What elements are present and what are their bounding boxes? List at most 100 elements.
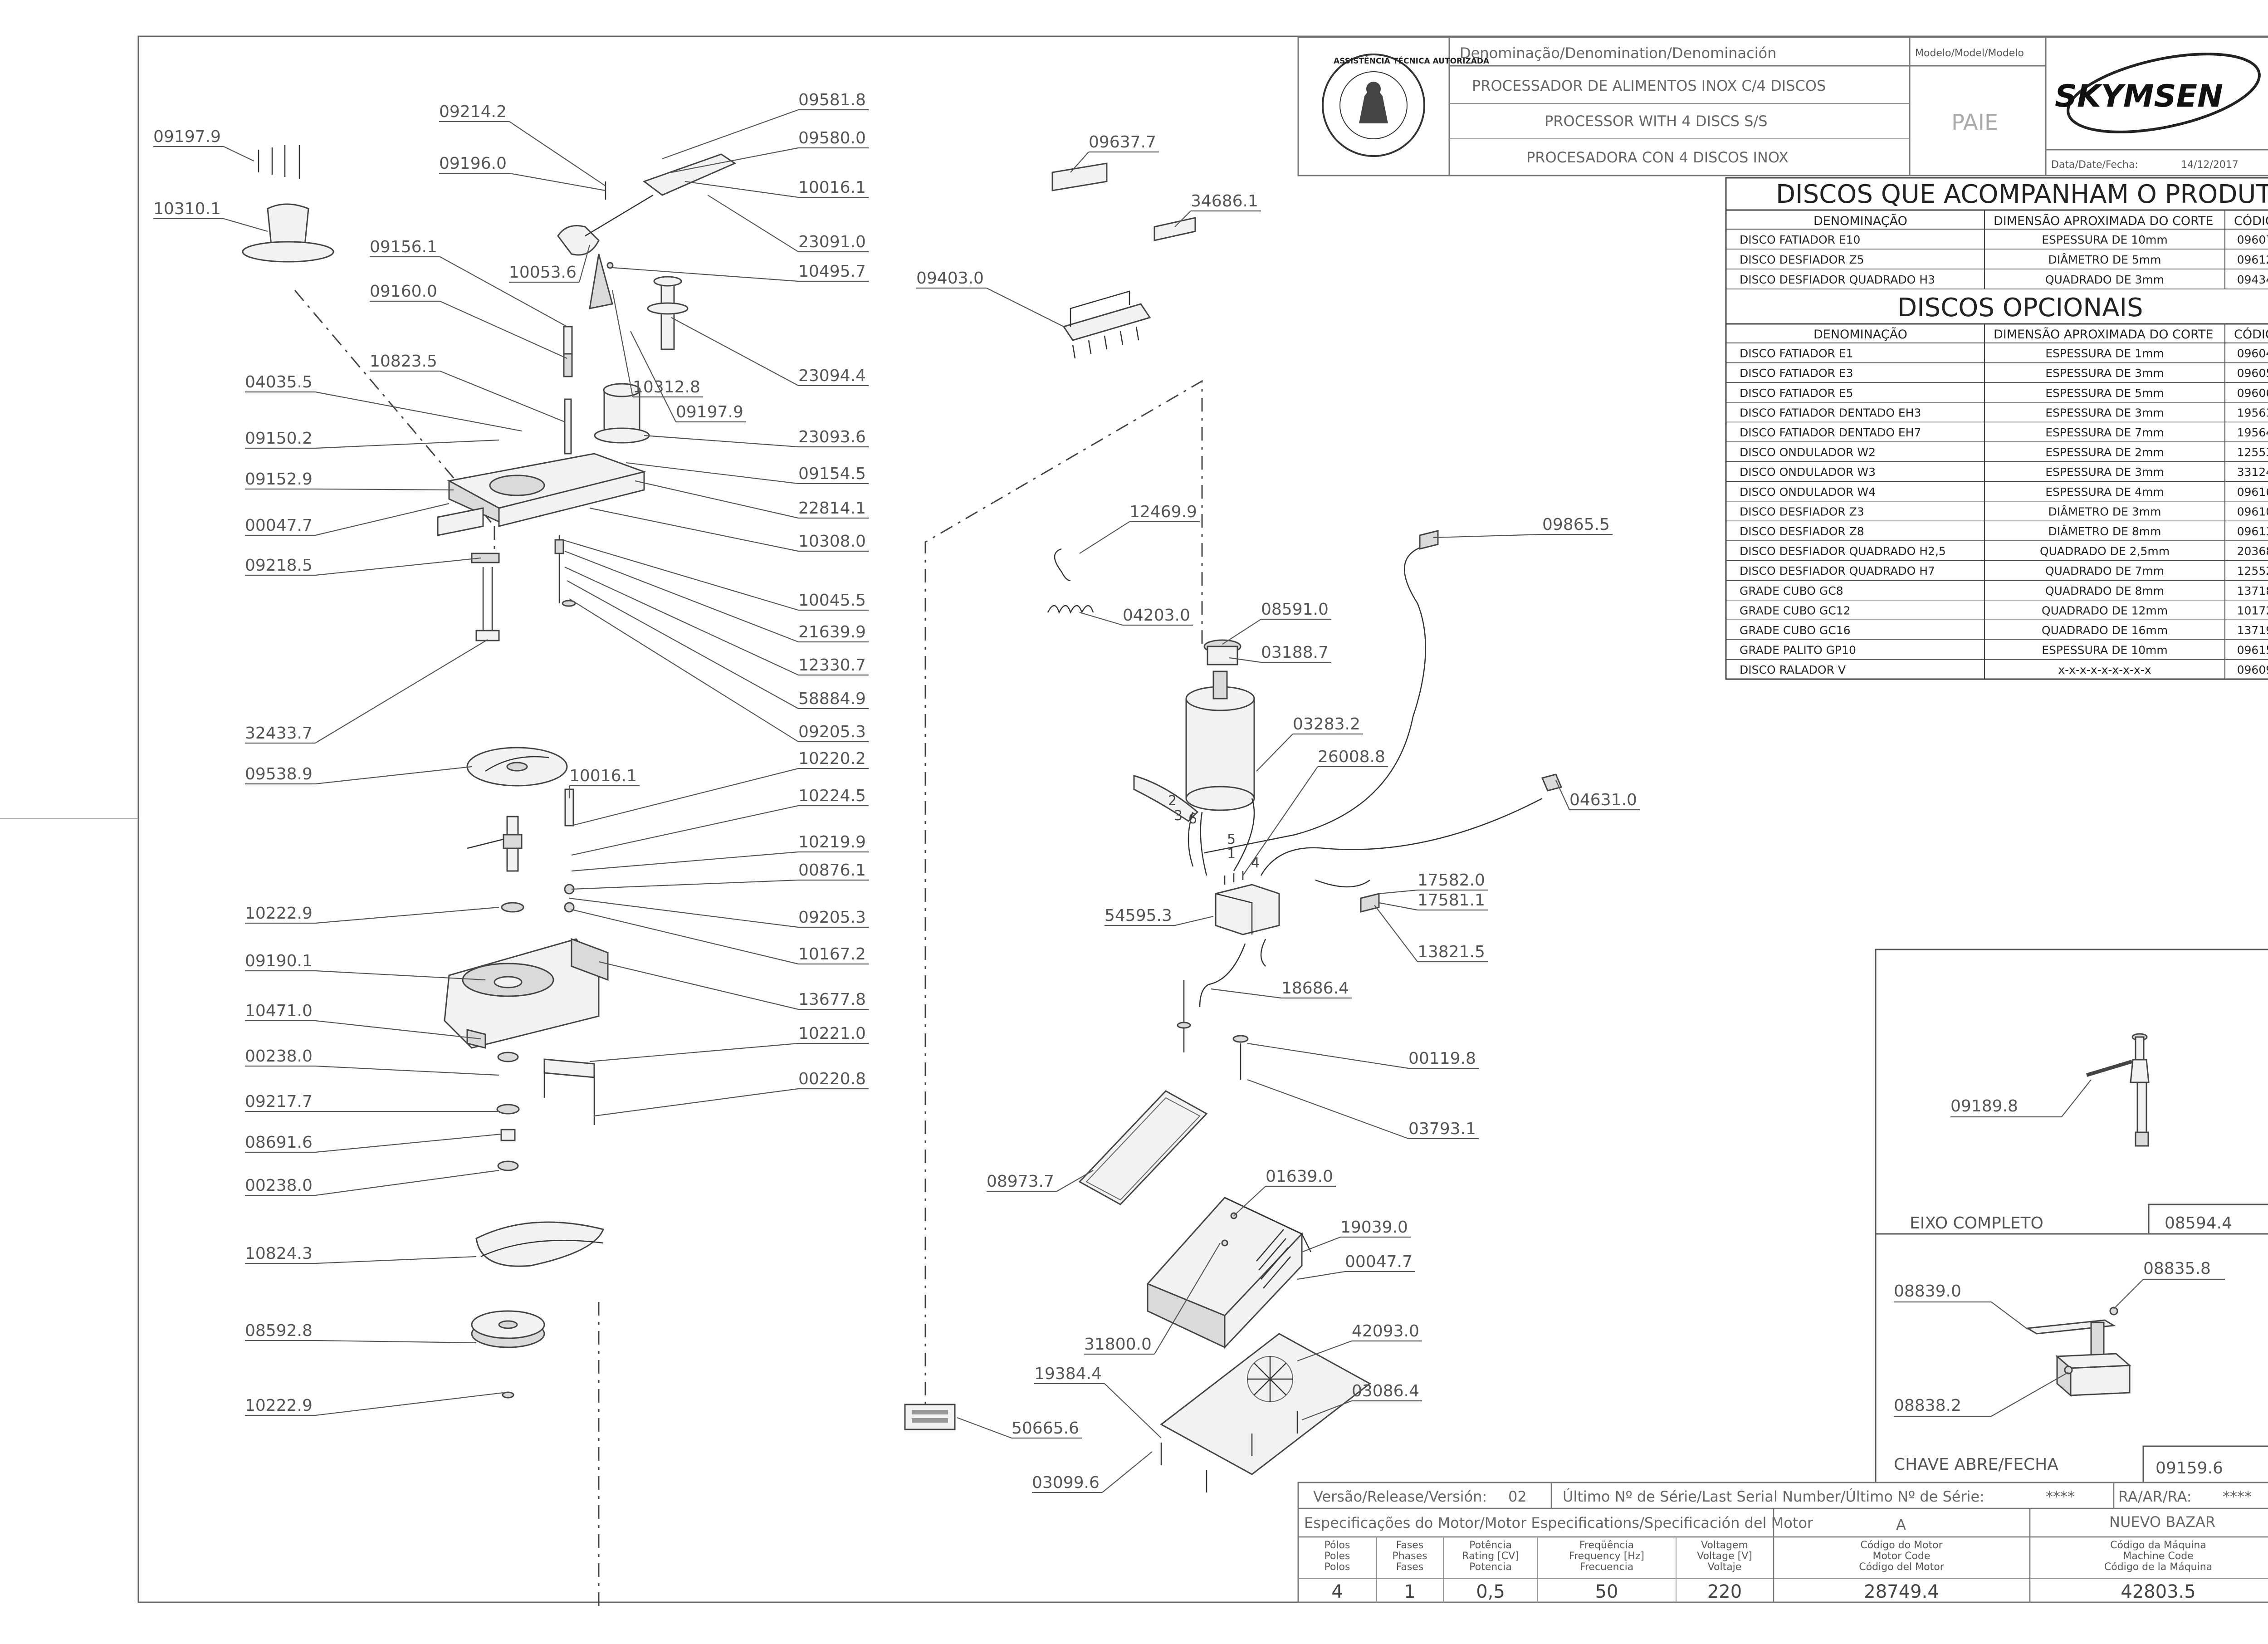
part-label-leader — [564, 550, 799, 643]
part-label: 09205.3 — [798, 723, 866, 741]
part-label: 10016.1 — [798, 178, 866, 197]
title-block: ASSISTÊNCIA TÉCNICA AUTORIZADA Denominaç… — [1297, 36, 2268, 176]
part-label-leader — [1555, 780, 1570, 810]
part-label-leader — [315, 639, 488, 744]
part-label-leader — [1102, 1451, 1153, 1493]
optional-disc-cell: 09609.1 — [2237, 663, 2268, 676]
wire-number: 5 — [1227, 832, 1236, 847]
part-label-leader — [1070, 152, 1089, 173]
optional-disc-cell: DISCO DESFIADOR Z3 — [1740, 505, 1864, 518]
part-label: 00238.0 — [245, 1047, 313, 1066]
part-label: 00119.8 — [1408, 1049, 1476, 1068]
motor-spec-header: Freqüência — [1579, 1540, 1634, 1551]
optional-disc-cell: DISCO ONDULADOR W2 — [1740, 446, 1876, 459]
part-label-leader — [571, 909, 799, 965]
part-label: 10824.3 — [245, 1244, 313, 1263]
part-label-leader — [1174, 210, 1191, 227]
included-disc-cell: 09434.0 — [2237, 273, 2268, 286]
optional-col-name: DENOMINAÇÃO — [1813, 327, 1907, 342]
part-label: 10220.2 — [798, 749, 866, 768]
part-label-leader — [1229, 657, 1261, 663]
motor-spec-header: Código de la Máquina — [2104, 1561, 2212, 1573]
key-drawing — [2025, 1306, 2131, 1397]
seal-text: ASSISTÊNCIA TÉCNICA AUTORIZADA — [1334, 56, 1490, 66]
part-label: 09205.3 — [798, 908, 866, 927]
optional-disc-cell: 09616.4 — [2237, 485, 2268, 499]
part-label-leader — [630, 331, 676, 422]
part-label: 09403.0 — [916, 269, 984, 288]
motor-spec-header: Rating [CV] — [1462, 1551, 1519, 1562]
part-label: 10219.9 — [798, 833, 866, 851]
part-label-leader — [223, 218, 268, 232]
part-label-leader — [567, 580, 799, 709]
part-label-leader — [1378, 902, 1418, 911]
included-discs-table: DISCOS QUE ACOMPANHAM O PRODUTO DENOMINA… — [1725, 177, 2268, 680]
electrical-box-part — [1215, 871, 1280, 935]
part-label-leader — [1154, 1243, 1221, 1355]
part-label-leader — [611, 290, 634, 397]
motor-spec-value: 50 — [1595, 1581, 1618, 1602]
optional-disc-cell: GRADE CUBO GC8 — [1740, 584, 1843, 597]
motor-spec-headers: PólosPolesPolosFasesPhasesFasesPotênciaR… — [1324, 1540, 2212, 1573]
shaft-bowl-part — [444, 788, 609, 1049]
optional-disc-cell: DISCO FATIADOR DENTADO EH3 — [1740, 406, 1921, 419]
part-label: 09190.1 — [245, 952, 313, 970]
part-label: 23094.4 — [798, 367, 866, 385]
part-label-leader — [612, 267, 799, 282]
clip-part — [1054, 548, 1071, 582]
optional-disc-cell: 09610.5 — [2237, 505, 2268, 518]
part-label: 08973.7 — [987, 1172, 1054, 1191]
part-label-leader — [440, 300, 567, 359]
included-col-code: CÓDIGO — [2234, 214, 2268, 228]
part-label-leader — [589, 1042, 799, 1062]
motor-spec-header: Código del Motor — [1859, 1561, 1944, 1573]
part-label-leader — [635, 480, 799, 519]
optional-disc-cell: 12553.9 — [2237, 446, 2268, 459]
part-label: 09865.5 — [1542, 515, 1610, 534]
part-label: 10045.5 — [798, 591, 866, 610]
part-label: 09197.9 — [676, 403, 743, 421]
motor-spec-value: 4 — [1331, 1581, 1343, 1602]
wire-number: 3 — [1174, 808, 1183, 824]
part-label-leader — [1242, 766, 1318, 876]
part-label: 19384.4 — [1034, 1365, 1102, 1383]
included-discs-title: DISCOS QUE ACOMPANHAM O PRODUTO — [1776, 180, 2268, 209]
motor-letter: A — [1896, 1516, 1906, 1533]
part-label-leader — [440, 370, 565, 423]
part-label: 10222.9 — [245, 1396, 313, 1415]
part-label-leader — [315, 503, 450, 536]
part-label-leader — [662, 109, 799, 160]
part-label-leader — [315, 1020, 481, 1040]
included-disc-cell: DISCO DESFIADOR QUADRADO H3 — [1740, 273, 1935, 286]
part-label-leader — [598, 961, 799, 1010]
optional-disc-cell: DISCO FATIADOR DENTADO EH7 — [1740, 426, 1921, 439]
optional-disc-cell: ESPESSURA DE 4mm — [2045, 485, 2164, 499]
part-label-leader — [578, 245, 591, 283]
optional-disc-cell: ESPESSURA DE 10mm — [2042, 644, 2168, 657]
part-label-leader — [223, 146, 254, 161]
part-label-leader — [315, 1392, 504, 1416]
part-label: 00047.7 — [1345, 1253, 1413, 1271]
version-label: Versão/Release/Versión: — [1313, 1488, 1487, 1505]
part-label: 04203.0 — [1123, 606, 1190, 625]
part-label-leader — [1256, 734, 1293, 772]
part-label: 21639.9 — [798, 623, 866, 641]
part-label-leader — [315, 557, 481, 576]
optional-disc-cell: QUADRADO DE 12mm — [2042, 604, 2168, 617]
optional-disc-cell: DIÂMETRO DE 8mm — [2048, 525, 2161, 538]
part-label: 08691.6 — [245, 1133, 313, 1152]
part-label: 23093.6 — [798, 428, 866, 446]
part-label-leader — [1378, 889, 1418, 895]
part-label: 19039.0 — [1340, 1218, 1408, 1237]
part-label: 01639.0 — [1266, 1167, 1333, 1186]
part-label-leader — [1056, 1170, 1094, 1192]
part-label: 09196.0 — [439, 154, 507, 173]
optional-disc-cell: QUADRADO DE 2,5mm — [2040, 545, 2170, 558]
included-disc-cell: ESPESSURA DE 10mm — [2042, 233, 2168, 246]
part-label: 13821.5 — [1418, 943, 1485, 961]
part-label-leader — [315, 1340, 477, 1344]
axle-title: EIXO COMPLETO — [1910, 1214, 2043, 1233]
wire-number: 2 — [1168, 793, 1177, 809]
